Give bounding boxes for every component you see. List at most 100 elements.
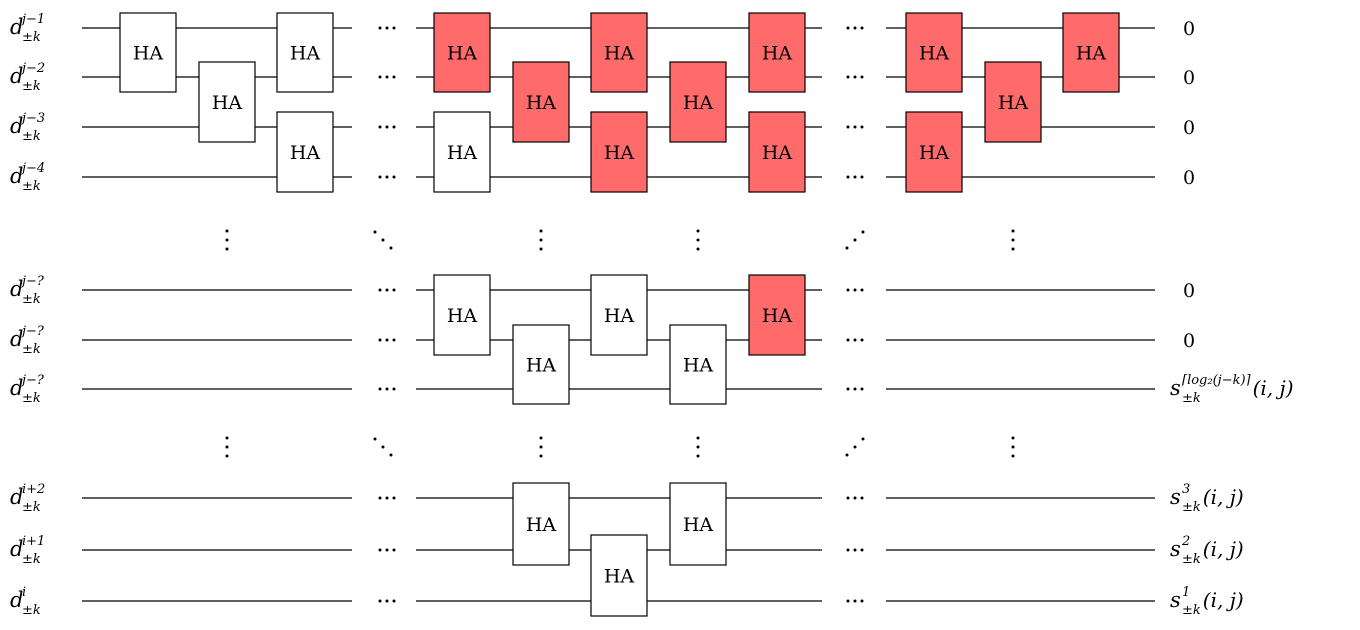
ha-gate: HA bbox=[433, 274, 491, 356]
output-label-base: s bbox=[1170, 376, 1181, 400]
input-label-base: d bbox=[10, 327, 23, 351]
ha-gate-label: HA bbox=[683, 92, 714, 114]
input-labels: dj−1±kdj−2±kdj−3±kdj−4±kdj−?±kdj−?±kdj−?… bbox=[10, 12, 45, 618]
ha-gate-box-highlighted bbox=[590, 12, 648, 93]
h-ellipsis bbox=[846, 387, 864, 391]
h-ellipsis bbox=[378, 175, 396, 179]
output-label-sup: ⌈log₂(j−k)⌉ bbox=[1182, 373, 1252, 388]
h-ellipsis bbox=[378, 548, 396, 552]
h-ellipsis bbox=[378, 338, 396, 342]
input-label-sup: j−3 bbox=[19, 111, 45, 126]
ha-gate: HA bbox=[433, 111, 491, 193]
output-label: 0 bbox=[1183, 330, 1195, 352]
ha-gate-box bbox=[276, 12, 334, 93]
h-ellipsis bbox=[378, 387, 396, 391]
ha-gate: HA bbox=[905, 12, 963, 93]
h-ellipsis bbox=[378, 496, 396, 500]
input-label-sup: i+1 bbox=[22, 534, 45, 549]
input-label-sup: i+2 bbox=[22, 482, 45, 497]
h-ellipsis bbox=[846, 599, 864, 603]
ha-gate-box bbox=[669, 324, 727, 405]
output-label-sub: ±k bbox=[1182, 391, 1201, 406]
ha-gate-box bbox=[276, 111, 334, 193]
output-label-sup: 3 bbox=[1182, 482, 1190, 497]
h-ellipsis bbox=[378, 125, 396, 129]
ha-gate-label: HA bbox=[604, 566, 635, 588]
h-ellipsis bbox=[846, 496, 864, 500]
input-label-base: d bbox=[10, 485, 23, 509]
h-ellipsis bbox=[846, 338, 864, 342]
ellipsis-dots bbox=[225, 26, 1015, 603]
input-label-sub: ±k bbox=[22, 292, 41, 307]
ha-gate-box bbox=[669, 482, 727, 566]
v-ellipsis bbox=[696, 229, 700, 251]
ha-gate-box-highlighted bbox=[748, 111, 806, 193]
ha-gate-label: HA bbox=[919, 43, 950, 65]
ha-gate: HA bbox=[748, 111, 806, 193]
input-label-base: d bbox=[10, 15, 23, 39]
ha-gate-box bbox=[433, 111, 491, 193]
output-label-args: (i, j) bbox=[1203, 588, 1244, 612]
ha-gate-label: HA bbox=[604, 43, 635, 65]
ha-gate: HA bbox=[905, 111, 963, 193]
output-label-sub: ±k bbox=[1182, 552, 1201, 567]
input-label-sup: j−1 bbox=[19, 12, 45, 27]
ha-gate-box bbox=[198, 61, 256, 143]
input-label-sub: ±k bbox=[22, 179, 41, 194]
ha-gate: HA bbox=[433, 12, 491, 93]
d-ellipsis bbox=[373, 437, 393, 457]
v-ellipsis bbox=[1011, 229, 1015, 251]
ha-gate: HA bbox=[512, 482, 570, 566]
output-label-base: s bbox=[1170, 588, 1181, 612]
ha-gate: HA bbox=[669, 324, 727, 405]
h-ellipsis bbox=[378, 288, 396, 292]
output-label-sup: 2 bbox=[1181, 534, 1190, 549]
output-label-base: s bbox=[1170, 485, 1181, 509]
ha-gate-label: HA bbox=[919, 142, 950, 164]
input-label-base: d bbox=[10, 164, 23, 188]
ha-gate-label: HA bbox=[290, 43, 321, 65]
input-label-sub: ±k bbox=[22, 79, 41, 94]
ha-gate-label: HA bbox=[683, 355, 714, 377]
output-label: 0 bbox=[1183, 117, 1195, 139]
input-label-sub: ±k bbox=[22, 342, 41, 357]
ha-gate: HA bbox=[748, 12, 806, 93]
ha-gate: HA bbox=[276, 12, 334, 93]
output-label-args: (i, j) bbox=[1253, 376, 1294, 400]
ha-gate: HA bbox=[276, 111, 334, 193]
output-label: 0 bbox=[1183, 18, 1195, 40]
h-ellipsis bbox=[846, 548, 864, 552]
ha-gate-label: HA bbox=[447, 43, 478, 65]
ha-gate-label: HA bbox=[683, 514, 714, 536]
input-label: dj−?±k bbox=[10, 274, 45, 307]
ha-gate: HA bbox=[1062, 12, 1120, 93]
input-label: dj−3±k bbox=[10, 111, 45, 144]
output-label-args: (i, j) bbox=[1203, 485, 1244, 509]
output-label-sub: ±k bbox=[1182, 603, 1201, 618]
u-ellipsis bbox=[845, 437, 865, 457]
input-label-sub: ±k bbox=[22, 129, 41, 144]
ha-gate-label: HA bbox=[133, 43, 164, 65]
input-label-sub: ±k bbox=[22, 30, 41, 45]
gates: HA HA HA HA HA HA HA HA HA HA HA HA HA HA HA HA HA HA HA HA… bbox=[119, 12, 1120, 617]
input-label-sup: j−? bbox=[19, 324, 45, 339]
ha-gate-label: HA bbox=[762, 305, 793, 327]
ha-gate: HA bbox=[669, 482, 727, 566]
ha-gate: HA bbox=[590, 274, 648, 356]
ha-gate-box-highlighted bbox=[669, 61, 727, 143]
h-ellipsis bbox=[378, 75, 396, 79]
ha-gate-box-highlighted bbox=[984, 61, 1042, 143]
input-label-base: d bbox=[10, 64, 23, 88]
v-ellipsis bbox=[225, 436, 229, 458]
ha-gate-box-highlighted bbox=[433, 12, 491, 93]
d-ellipsis bbox=[373, 230, 393, 250]
output-label: 0 bbox=[1183, 280, 1195, 302]
ha-gate-label: HA bbox=[604, 142, 635, 164]
ha-gate-box-highlighted bbox=[590, 111, 648, 193]
output-label-args: (i, j) bbox=[1203, 537, 1244, 561]
v-ellipsis bbox=[225, 229, 229, 251]
ha-gate-box bbox=[512, 324, 570, 405]
